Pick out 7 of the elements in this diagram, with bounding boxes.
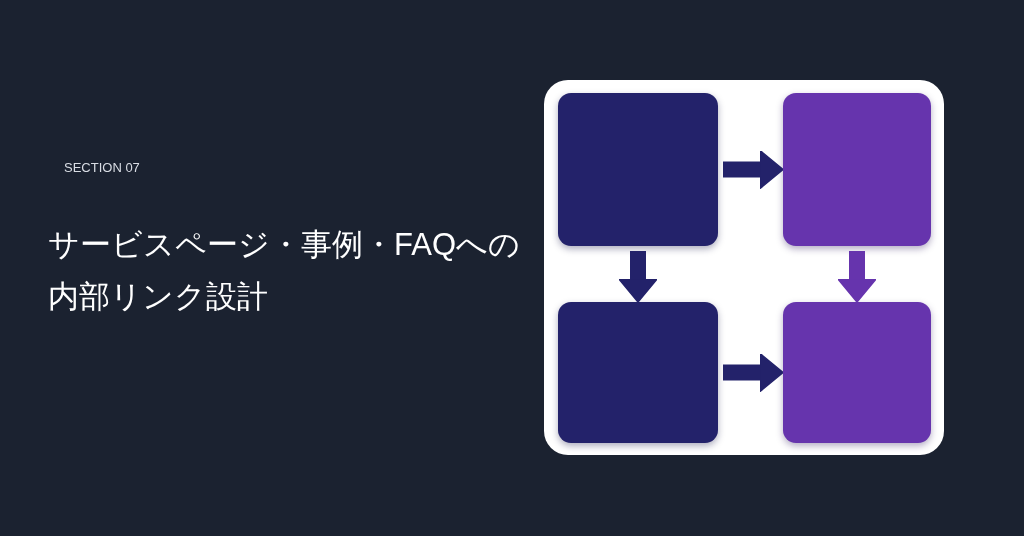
process-box bbox=[558, 93, 718, 246]
process-box bbox=[558, 302, 718, 443]
title: サービスページ・事例・FAQへの内部リンク設計 bbox=[48, 226, 521, 316]
process-box bbox=[783, 302, 931, 443]
process-box bbox=[783, 93, 931, 246]
section-label: SECTION 07 bbox=[64, 160, 140, 176]
diagram-panel bbox=[544, 80, 944, 455]
